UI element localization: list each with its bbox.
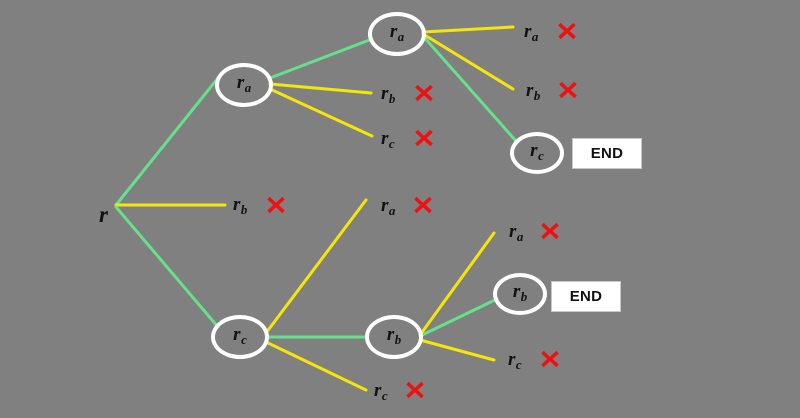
tree-node-label: rc	[530, 139, 544, 164]
tree-node-label: rb	[512, 280, 528, 305]
tree-node-n-rc-3[interactable]: rc	[510, 132, 564, 174]
leaf-label-leaf-rc-2: rc	[381, 128, 395, 152]
x-mark-icon	[414, 196, 432, 214]
tree-edge-n-ra-2-to-leaf-rb-3	[421, 32, 515, 91]
tree-edge-n-rb-2-to-n-rb-3	[418, 297, 499, 338]
x-mark-icon	[406, 381, 424, 399]
leaf-label-leaf-ra-3: ra	[524, 21, 539, 45]
end-box-label: END	[590, 145, 624, 162]
tree-node-label: ra	[389, 20, 405, 45]
tree-edge-root-to-n-rc-1	[114, 205, 220, 329]
x-mark-icon	[267, 196, 285, 214]
tree-edge-root-to-n-ra-1	[114, 71, 224, 207]
leaf-label-leaf-rb-3: rb	[526, 80, 541, 104]
leaf-label-leaf-ra-5: ra	[509, 221, 524, 245]
x-mark-icon	[558, 22, 576, 40]
leaf-label-leaf-rb-1: rb	[233, 194, 248, 218]
leaf-label-leaf-ra-4: ra	[381, 195, 396, 219]
leaf-label-leaf-rc-5: rc	[508, 349, 522, 373]
tree-node-label: rb	[386, 323, 402, 348]
leaf-label-leaf-rb-2: rb	[381, 83, 396, 107]
end-box-end-top: END	[572, 138, 642, 169]
tree-node-n-rc-1[interactable]: rc	[211, 315, 269, 359]
x-mark-icon	[415, 84, 433, 102]
end-box-end-bottom: END	[551, 281, 621, 312]
tree-edge-n-rc-1-to-leaf-rc-4	[264, 340, 368, 392]
tree-edge-n-rc-1-to-leaf-ra-4	[264, 198, 368, 335]
root-node-label: r	[99, 202, 108, 227]
tree-edge-n-ra-1-to-leaf-rb-2	[268, 82, 373, 95]
tree-edge-n-ra-2-to-leaf-ra-3	[421, 25, 515, 34]
tree-edge-n-ra-2-to-n-rc-3	[421, 34, 518, 143]
x-mark-icon	[415, 129, 433, 147]
tree-node-n-ra-2[interactable]: ra	[368, 12, 426, 56]
x-mark-icon	[541, 222, 559, 240]
tree-edge-n-rb-2-to-leaf-ra-5	[418, 231, 496, 337]
x-mark-icon	[541, 350, 559, 368]
tree-node-label: rc	[233, 323, 247, 348]
tree-edge-n-rb-2-to-leaf-rc-5	[418, 338, 496, 362]
tree-node-n-rb-2[interactable]: rb	[365, 315, 423, 359]
end-box-label: END	[569, 288, 603, 305]
tree-edge-n-ra-1-to-n-ra-2	[268, 37, 374, 80]
tree-node-n-rb-3[interactable]: rb	[493, 273, 547, 315]
leaf-label-leaf-rc-4: rc	[374, 380, 388, 404]
tree-node-label: ra	[236, 71, 252, 96]
tree-edge-n-ra-1-to-leaf-rc-2	[268, 87, 374, 138]
tree-node-n-ra-1[interactable]: ra	[215, 63, 273, 107]
x-mark-icon	[559, 81, 577, 99]
